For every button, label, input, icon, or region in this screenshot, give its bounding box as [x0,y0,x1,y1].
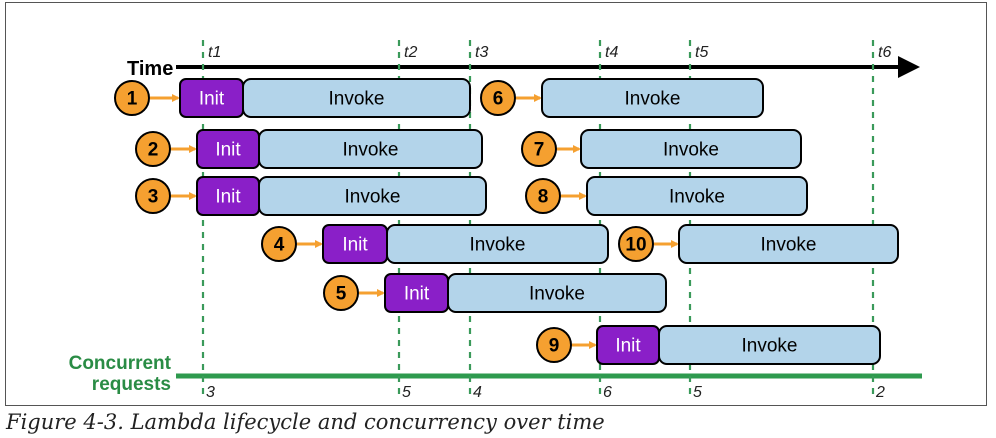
invoke-phase [586,176,808,216]
marker-label: t1 [208,44,221,61]
time-marker-t2: t2 5 [397,40,417,401]
time-marker-t4: t4 6 [598,40,618,401]
request-badge [261,226,297,262]
time-markers: t1 3 t2 5 t3 4 t4 6 t5 5 t6 2 [201,40,891,401]
init-label: Init [342,235,368,256]
init-label: Init [215,140,241,161]
invoke-label: Invoke [761,235,817,256]
invoke-label: Invoke [529,284,585,305]
request-number: 9 [549,336,560,357]
invoke-phase [258,176,487,216]
request-badge [618,226,654,262]
request-row-4: 4 Init Invoke [261,224,609,264]
invoke-phase [386,224,609,264]
request-number: 8 [538,187,549,208]
invoke-label: Invoke [625,89,681,110]
invoke-phase [678,224,899,264]
invoke-phase [580,129,802,169]
request-row-6: 6 Invoke [480,78,764,118]
marker-label: t4 [605,44,618,61]
request-row-2: 2 Init Invoke [135,129,483,169]
init-label: Init [215,187,241,208]
marker-label: t5 [695,44,708,61]
time-marker-t1: t1 3 [201,40,221,401]
request-badge [135,178,171,214]
time-marker-t3: t3 4 [468,40,488,401]
concurrency-label-line2: requests [92,374,171,395]
request-number: 5 [336,284,347,305]
concurrency-label-line1: Concurrent [69,353,172,374]
marker-label: t6 [878,44,891,61]
request-number: 1 [127,89,138,110]
invoke-label: Invoke [470,235,526,256]
request-badge [135,131,171,167]
invoke-label: Invoke [669,187,725,208]
request-row-8: 8 Invoke [525,176,808,216]
concurrency-axis: Concurrent requests [69,353,922,395]
invoke-label: Invoke [742,336,798,357]
init-label: Init [404,284,430,305]
request-row-7: 7 Invoke [521,129,802,169]
request-row-9: 9 Init Invoke [536,325,881,365]
invoke-label: Invoke [663,140,719,161]
invoke-label: Invoke [343,140,399,161]
request-row-3: 3 Init Invoke [135,176,487,216]
concurrency-count: 2 [875,384,885,401]
request-row-5: 5 Init Invoke [323,273,667,313]
request-row-10: 10 Invoke [618,224,899,264]
invoke-phase [541,78,764,118]
request-number: 4 [274,235,285,256]
request-number: 6 [493,89,504,110]
request-number: 10 [625,235,646,256]
concurrency-count: 5 [402,384,411,401]
lambda-lifecycle-diagram: Time Concurrent requests t1 3 t2 5 t3 4 t4 6 t5 5… [69,40,922,401]
figure-caption: Figure 4-3. Lambda lifecycle and concurr… [6,410,605,434]
invoke-label: Invoke [329,89,385,110]
time-marker-t6: t6 2 [871,40,891,401]
invoke-label: Invoke [345,187,401,208]
request-row-1: 1 Init Invoke [114,78,471,118]
invoke-phase [658,325,881,365]
init-label: Init [199,89,225,110]
request-badge [536,327,572,363]
invoke-phase [258,129,483,169]
concurrency-count: 5 [693,384,702,401]
request-badge [480,80,516,116]
request-badge [521,131,557,167]
request-badge [525,178,561,214]
time-axis: Time [127,56,920,80]
concurrency-count: 3 [206,384,215,401]
request-number: 3 [148,187,159,208]
request-badge [114,80,150,116]
request-number: 7 [534,140,545,161]
request-badge [323,275,359,311]
invoke-phase [447,273,667,313]
marker-label: t2 [404,44,417,61]
request-number: 2 [148,140,159,161]
marker-label: t3 [475,44,488,61]
time-marker-t5: t5 5 [688,40,708,401]
diagram-frame [5,2,987,406]
concurrency-count: 6 [603,384,612,401]
invoke-phase [242,78,471,118]
concurrency-count: 4 [473,384,482,401]
time-label: Time [127,58,173,80]
init-label: Init [615,336,641,357]
